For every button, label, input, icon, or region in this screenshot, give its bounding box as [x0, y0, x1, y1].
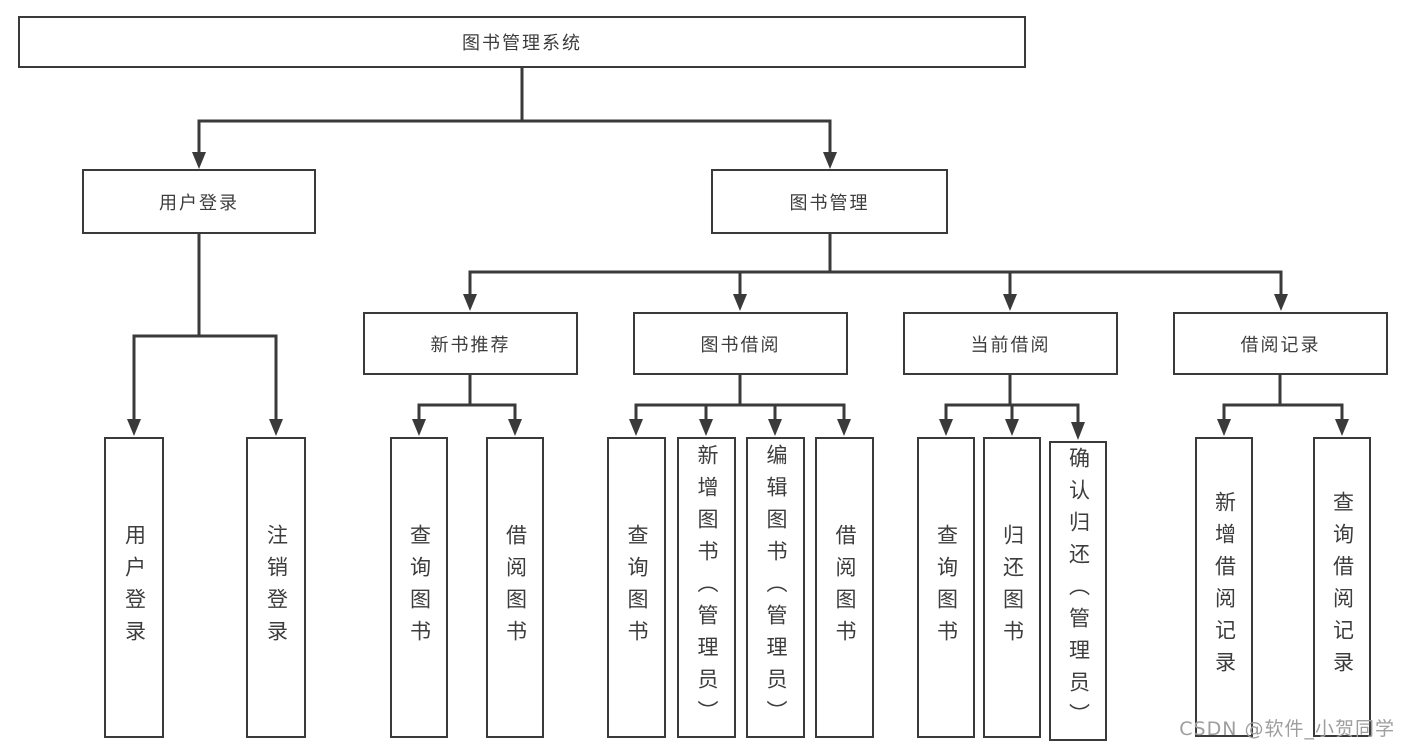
arrow-down-icon: [127, 419, 141, 436]
edges-borrowing-records-children: [1217, 373, 1349, 436]
arrow-down-icon: [269, 419, 283, 436]
leaf-br-query-record: 查询借阅记录: [1313, 437, 1371, 737]
node-borrowing-records: 借阅记录: [1173, 312, 1388, 375]
arrow-down-icon: [733, 294, 747, 311]
arrow-down-icon: [837, 419, 851, 436]
edges-book-borrowing-children: [629, 373, 851, 436]
node-current-borrowing: 当前借阅: [903, 312, 1118, 375]
arrow-down-icon: [768, 419, 782, 436]
arrow-down-icon: [939, 419, 953, 436]
leaf-bb-add-books-admin: 新增图书（管理员）: [677, 437, 736, 738]
node-root: 图书管理系统: [18, 16, 1026, 68]
node-new-book-recommend: 新书推荐: [363, 312, 578, 375]
edges-current-borrowing-children: [939, 373, 1085, 440]
arrow-down-icon: [629, 419, 643, 436]
edges-book-management-children: [463, 232, 1288, 311]
leaf-br-add-record: 新增借阅记录: [1195, 437, 1253, 737]
leaf-cb-return-books: 归还图书: [983, 437, 1041, 738]
node-user-login: 用户登录: [82, 169, 316, 234]
edges-root-to-level2: [192, 66, 837, 169]
arrow-down-icon: [823, 152, 837, 169]
leaf-cb-confirm-return-admin: 确认归还（管理员）: [1049, 441, 1107, 741]
arrow-down-icon: [699, 419, 713, 436]
arrow-down-icon: [463, 294, 477, 311]
arrow-down-icon: [1274, 294, 1288, 311]
leaf-bb-borrow-books: 借阅图书: [815, 437, 874, 738]
arrow-down-icon: [412, 419, 426, 436]
arrow-down-icon: [1217, 419, 1231, 436]
leaf-nbr-borrow-books: 借阅图书: [486, 437, 544, 738]
arrow-down-icon: [1335, 419, 1349, 436]
leaf-user-login: 用户登录: [104, 437, 164, 738]
leaf-cb-query-books: 查询图书: [917, 437, 975, 738]
leaf-bb-query-books: 查询图书: [607, 437, 666, 738]
leaf-bb-edit-books-admin: 编辑图书（管理员）: [746, 437, 805, 738]
edges-user-login-children: [127, 232, 283, 436]
edges-new-book-recommend-children: [412, 373, 522, 436]
watermark: CSDN @软件_小贺同学: [1179, 718, 1395, 740]
leaf-nbr-query-books: 查询图书: [390, 437, 448, 738]
node-book-management: 图书管理: [711, 169, 948, 234]
arrow-down-icon: [1005, 419, 1019, 436]
arrow-down-icon: [192, 152, 206, 169]
leaf-logout: 注销登录: [246, 437, 306, 738]
node-book-borrowing: 图书借阅: [633, 312, 848, 375]
arrow-down-icon: [1071, 422, 1085, 440]
arrow-down-icon: [1003, 294, 1017, 311]
arrow-down-icon: [508, 419, 522, 436]
